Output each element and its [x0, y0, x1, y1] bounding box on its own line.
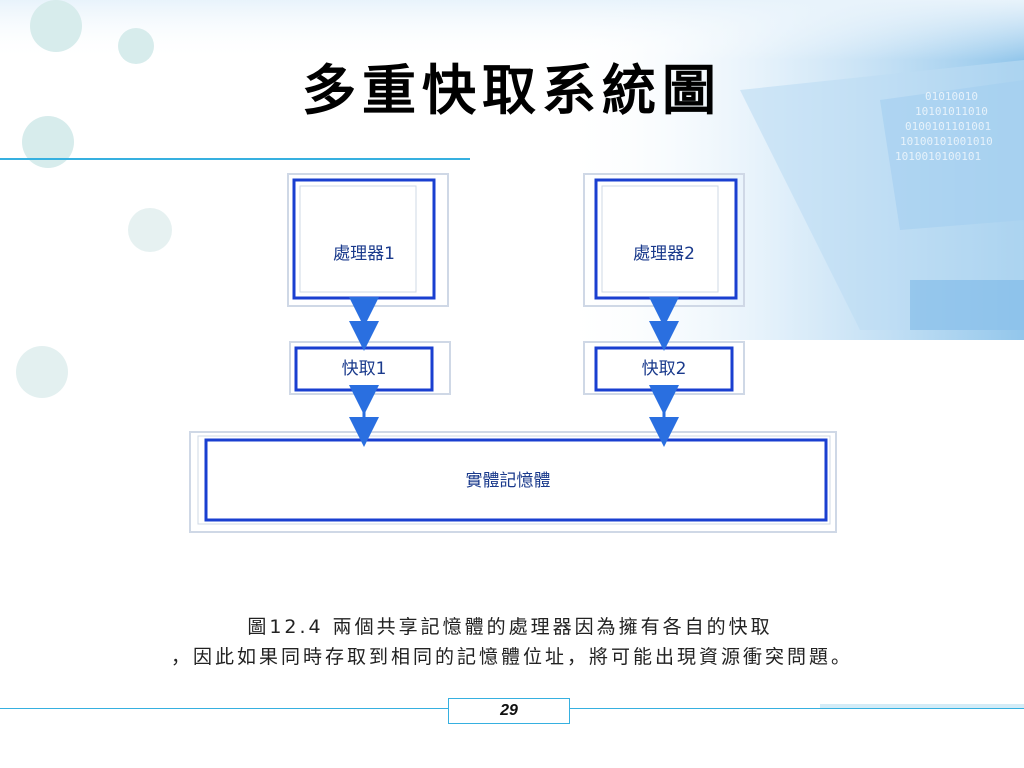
cache-1-box: 快取1 — [289, 341, 451, 395]
svg-text:10101011010: 10101011010 — [915, 105, 988, 118]
processor-2-label: 處理器2 — [633, 244, 695, 264]
connectors — [349, 297, 679, 447]
memory-label: 實體記憶體 — [466, 471, 551, 491]
processor-1-box: 處理器1 — [287, 173, 449, 307]
processor-2-box: 處理器2 — [583, 173, 745, 307]
page-number: 29 — [448, 698, 570, 724]
svg-text:10100101001010: 10100101001010 — [900, 135, 993, 148]
footer-rule-right — [570, 708, 1024, 709]
slide-title: 多重快取系統圖 — [302, 58, 722, 122]
svg-text:1010010100101: 1010010100101 — [895, 150, 981, 163]
figure-caption-line-1: 圖12.4 兩個共享記憶體的處理器因為擁有各自的快取 — [247, 616, 773, 638]
processor-1-label: 處理器1 — [333, 244, 395, 264]
title-underline — [0, 158, 470, 160]
cache-1-label: 快取1 — [342, 359, 387, 379]
cache-2-label: 快取2 — [642, 359, 687, 379]
memory-box: 實體記憶體 — [189, 431, 837, 533]
cache-2-box: 快取2 — [583, 341, 745, 395]
svg-text:01010010: 01010010 — [925, 90, 978, 103]
figure-caption-line-2: ，因此如果同時存取到相同的記憶體位址，將可能出現資源衝突問題。 — [170, 646, 853, 668]
footer-rule-left — [0, 708, 448, 709]
svg-text:0100101101001: 0100101101001 — [905, 120, 991, 133]
